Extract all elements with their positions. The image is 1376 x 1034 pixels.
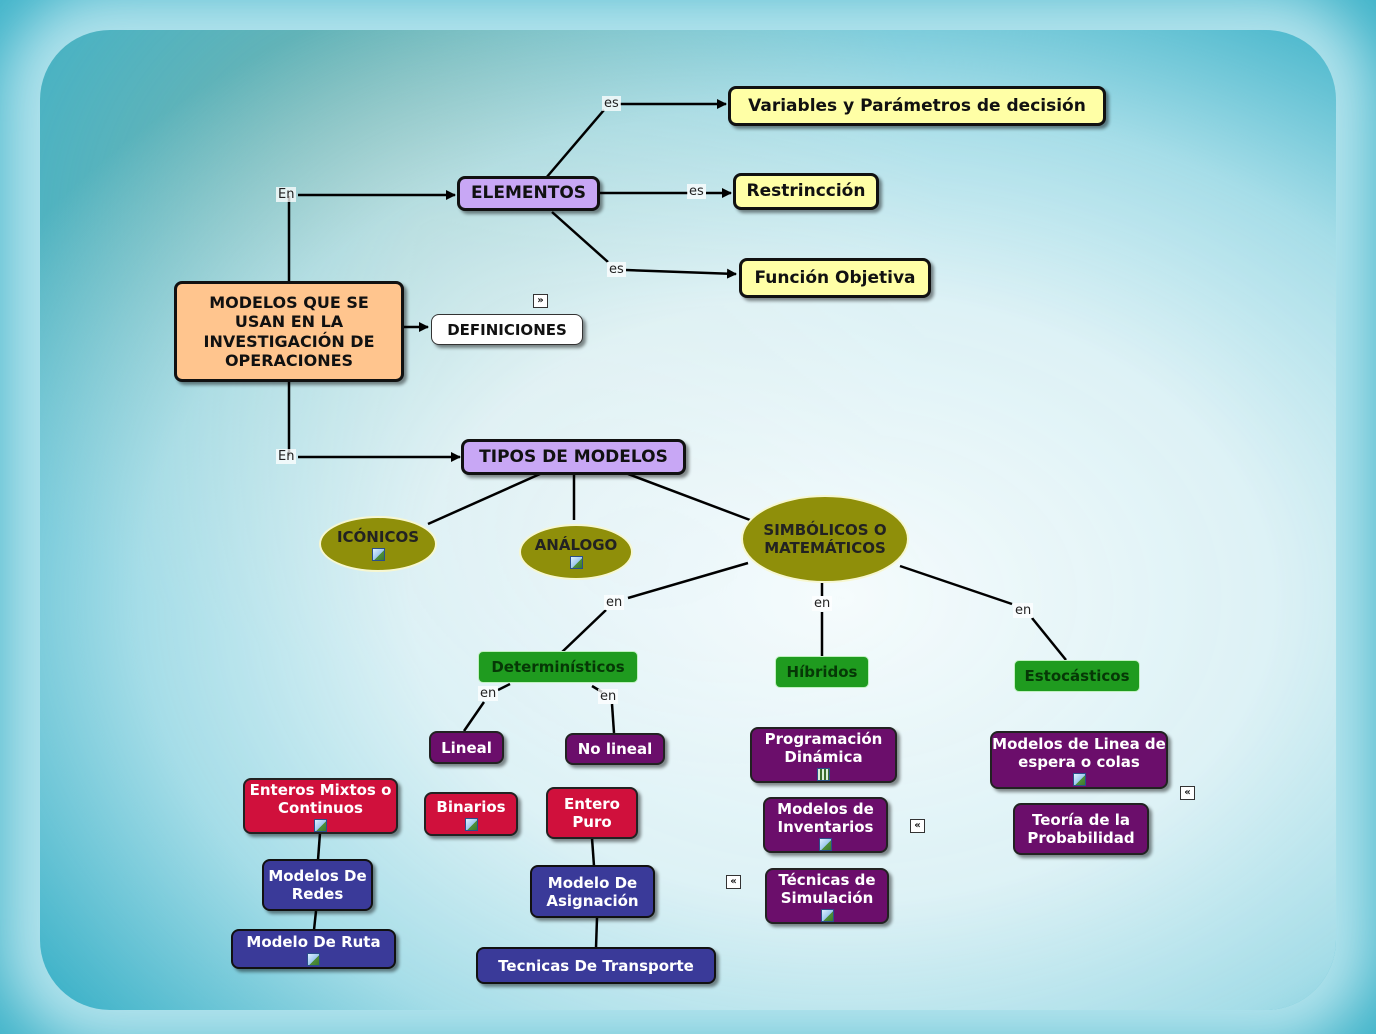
back-link-icon[interactable]: « (910, 819, 925, 833)
label-en-bottom: En (276, 449, 297, 464)
image-icon[interactable] (371, 547, 385, 561)
link-tipos-simbolicos (627, 472, 751, 522)
image-icon[interactable] (314, 818, 327, 832)
no-lineal-node[interactable]: No lineal (565, 733, 665, 765)
tecnicas-simulacion-node[interactable]: Técnicas de Simulación (765, 868, 889, 924)
variables-node[interactable]: Variables y Parámetros de decisión (728, 86, 1106, 126)
funcion-objetiva-node[interactable]: Función Objetiva (739, 258, 931, 298)
enteros-mixtos-node[interactable]: Enteros Mixtos o Continuos (243, 778, 398, 834)
definiciones-node[interactable]: DEFINICIONES (431, 314, 583, 345)
hibridos-node[interactable]: Híbridos (775, 656, 869, 688)
label-en-top: En (276, 187, 297, 202)
tecnicas-transporte-node[interactable]: Tecnicas De Transporte (476, 947, 716, 984)
simbolicos-node[interactable]: SIMBÓLICOS O MATEMÁTICOS (741, 495, 909, 583)
link-elementos-es1 (545, 109, 605, 179)
teoria-probabilidad-node[interactable]: Teoría de la Probabilidad (1013, 803, 1149, 855)
analogo-node[interactable]: ANÁLOGO (519, 524, 633, 580)
restriccion-node[interactable]: Restrincción (733, 173, 879, 210)
link-asignacion-transporte (594, 917, 599, 949)
modelos-redes-node[interactable]: Modelos De Redes (262, 859, 373, 911)
modelos-linea-espera-node[interactable]: Modelos de Linea de espera o colas (990, 731, 1168, 789)
label-en-est: en (1013, 603, 1034, 618)
tipos-de-modelos-node[interactable]: TIPOS DE MODELOS (461, 439, 686, 475)
modelo-ruta-node[interactable]: Modelo De Ruta (231, 929, 396, 969)
image-icon[interactable] (307, 952, 320, 966)
deterministicos-node[interactable]: Determinísticos (478, 651, 638, 683)
binarios-node[interactable]: Binarios (424, 792, 518, 836)
link-en-nolineal (610, 703, 616, 734)
estocasticos-node[interactable]: Estocásticos (1014, 660, 1140, 692)
label-es-3: es (607, 262, 626, 277)
forward-link-icon[interactable]: » (533, 294, 548, 308)
link-simb-en3 (899, 564, 1013, 606)
image-icon[interactable] (1072, 772, 1086, 786)
image-icon[interactable] (820, 908, 834, 922)
image-icon[interactable] (464, 817, 478, 831)
video-icon[interactable] (817, 767, 830, 781)
elementos-node[interactable]: ELEMENTOS (457, 176, 600, 211)
label-en-det: en (604, 595, 625, 610)
programacion-dinamica-node[interactable]: Programación Dinámica (750, 727, 897, 783)
link-es-funcion (625, 268, 737, 279)
link-det-en1 (497, 682, 511, 692)
link-simb-en1 (627, 561, 749, 600)
label-en-hib: en (812, 596, 833, 611)
link-tipos-iconicos (427, 472, 541, 526)
link-en-lineal (462, 701, 486, 732)
back-link-icon[interactable]: « (1180, 786, 1195, 800)
label-es-1: es (602, 96, 621, 111)
label-es-2: es (687, 184, 706, 199)
main-concept-node[interactable]: MODELOS QUE SE USAN EN LA INVESTIGACIÓN … (174, 281, 404, 382)
image-icon[interactable] (569, 555, 583, 569)
image-icon[interactable] (819, 837, 832, 851)
entero-puro-node[interactable]: Entero Puro (546, 787, 638, 839)
back-link-icon[interactable]: « (726, 875, 741, 889)
link-entero-asignacion (590, 837, 596, 867)
link-mixtos-redes (316, 832, 322, 861)
modelos-inventarios-node[interactable]: Modelos de Inventarios (763, 797, 888, 853)
lineal-node[interactable]: Lineal (429, 731, 504, 764)
label-en-nolineal: en (598, 689, 619, 704)
link-en-deterministicos (559, 609, 607, 655)
link-en-estocasticos (1031, 617, 1067, 661)
modelo-asignacion-node[interactable]: Modelo De Asignación (530, 865, 655, 918)
label-en-lineal: en (478, 686, 499, 701)
link-elementos-es3 (551, 211, 609, 263)
link-redes-ruta (312, 910, 318, 931)
iconicos-node[interactable]: ICÓNICOS (319, 516, 437, 572)
